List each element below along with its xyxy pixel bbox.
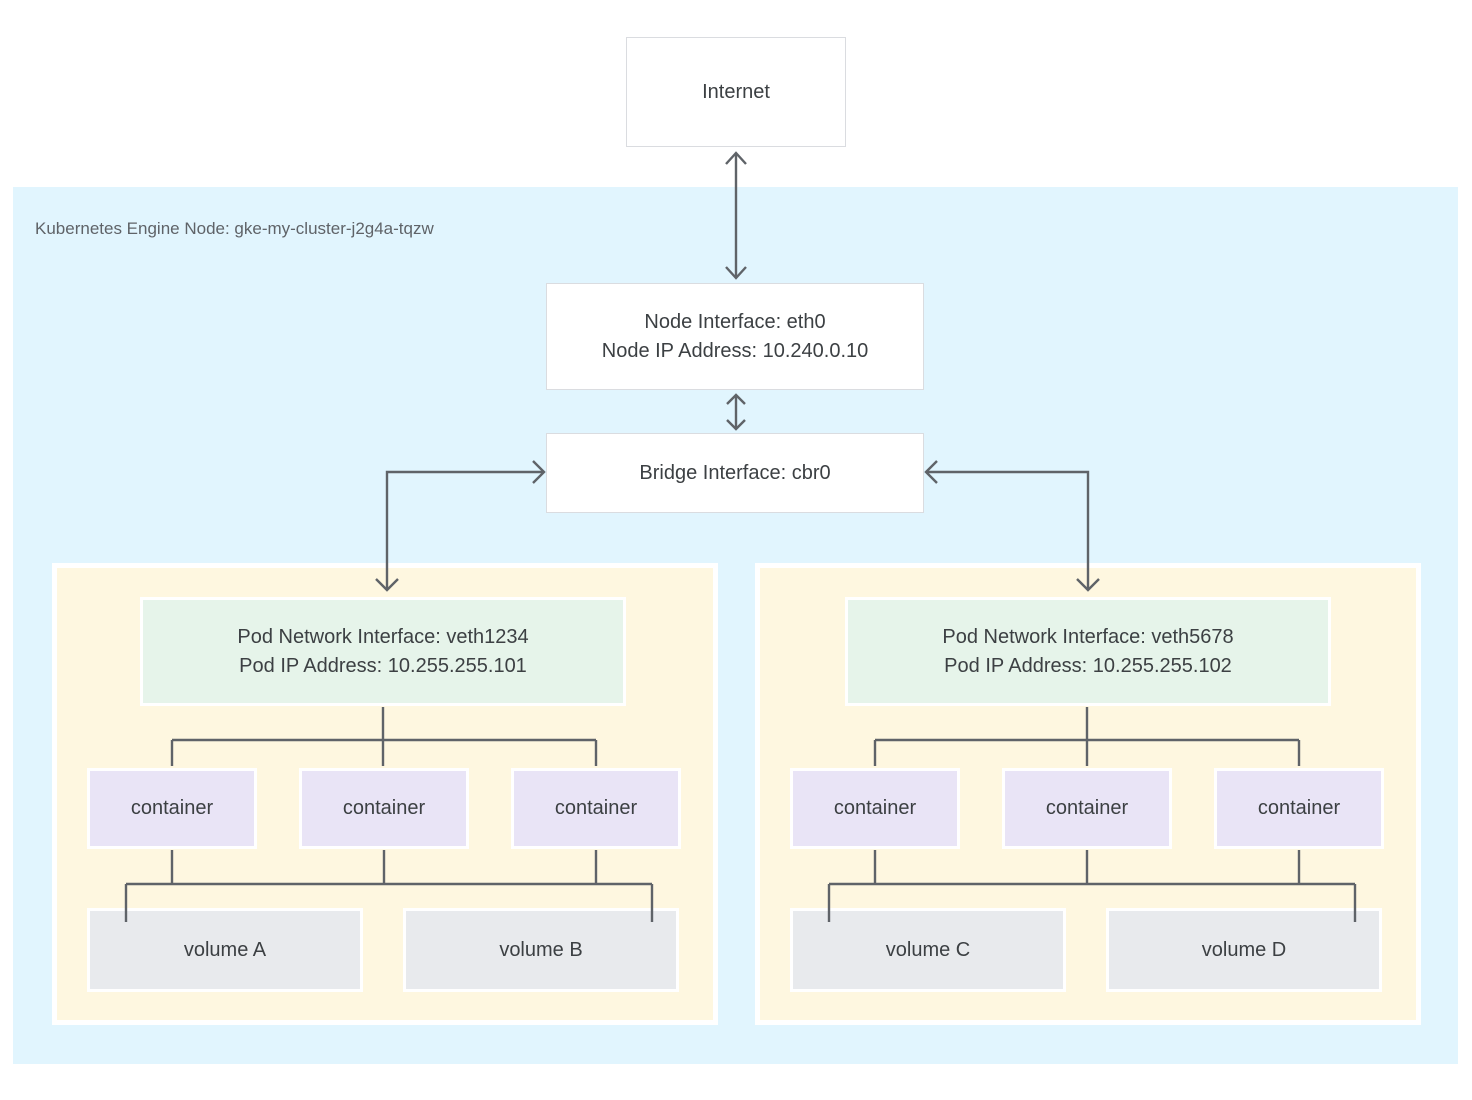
pod-1-container-2: container bbox=[299, 768, 469, 849]
pod-2-network-line1: Pod Network Interface: veth5678 bbox=[942, 625, 1234, 648]
pod-2-volume-d: volume D bbox=[1106, 908, 1382, 992]
pod-2-network-interface-box: Pod Network Interface: veth5678 Pod IP A… bbox=[845, 597, 1331, 706]
container-label: container bbox=[130, 797, 214, 819]
volume-label: volume A bbox=[183, 938, 267, 961]
container-label: container bbox=[1045, 797, 1129, 819]
container-label: container bbox=[342, 797, 426, 819]
internet-node: Internet bbox=[626, 37, 846, 147]
pod-1-network-line2: Pod IP Address: 10.255.255.101 bbox=[239, 654, 527, 677]
pod-2-network-line2: Pod IP Address: 10.255.255.102 bbox=[944, 654, 1232, 677]
kubernetes-node-label: Kubernetes Engine Node: gke-my-cluster-j… bbox=[35, 219, 434, 238]
container-label: container bbox=[1257, 797, 1341, 819]
pod-2-container-1: container bbox=[790, 768, 960, 849]
volume-label: volume D bbox=[1201, 938, 1287, 961]
pod-2-volume-c: volume C bbox=[790, 908, 1066, 992]
pod-1-container-1: container bbox=[87, 768, 257, 849]
container-label: container bbox=[554, 797, 638, 819]
pod-1-network-line1: Pod Network Interface: veth1234 bbox=[237, 625, 529, 648]
internet-label: Internet bbox=[702, 80, 770, 103]
volume-label: volume C bbox=[885, 938, 971, 961]
volume-label: volume B bbox=[499, 938, 583, 961]
pod-1-network-interface-box: Pod Network Interface: veth1234 Pod IP A… bbox=[140, 597, 626, 706]
arrowhead-up bbox=[725, 151, 747, 165]
pod-2-container-2: container bbox=[1002, 768, 1172, 849]
node-interface-line2: Node IP Address: 10.240.0.10 bbox=[601, 339, 869, 362]
pod-1-volume-a: volume A bbox=[87, 908, 363, 992]
node-interface-line1: Node Interface: eth0 bbox=[644, 310, 826, 333]
pod-1-container-3: container bbox=[511, 768, 681, 849]
pod-2-container-3: container bbox=[1214, 768, 1384, 849]
container-label: container bbox=[833, 797, 917, 819]
node-interface-box: Node Interface: eth0 Node IP Address: 10… bbox=[546, 283, 924, 390]
bridge-interface-label: Bridge Interface: cbr0 bbox=[639, 461, 831, 484]
pod-1-volume-b: volume B bbox=[403, 908, 679, 992]
bridge-interface-box: Bridge Interface: cbr0 bbox=[546, 433, 924, 513]
